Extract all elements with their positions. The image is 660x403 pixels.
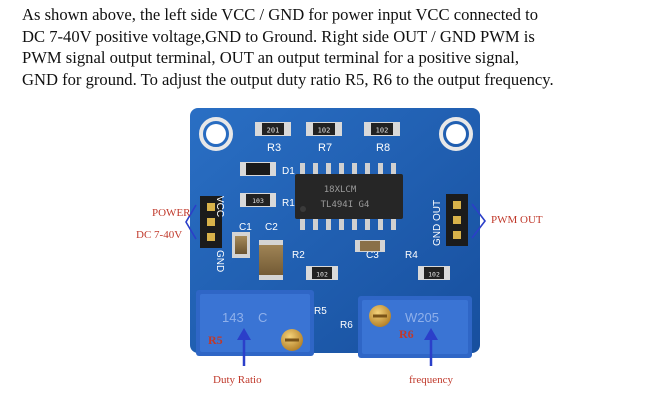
potentiometer-r5: 143 C R5 — [196, 290, 314, 356]
silk-label: GND OUT — [432, 200, 443, 246]
resistor-r8: 102 — [364, 122, 400, 136]
silk-label: R2 — [292, 250, 305, 261]
frequency-label: frequency — [409, 374, 453, 386]
potentiometer-r6: W205 R6 — [358, 296, 472, 358]
svg-text:102: 102 — [376, 127, 389, 135]
silk-label: R7 — [318, 142, 332, 154]
silk-label: R4 — [405, 250, 418, 261]
resistor-r1: 103 — [240, 193, 276, 207]
silk-label: GND — [214, 250, 225, 272]
power-label: POWER — [152, 207, 191, 219]
silk-label: VCC — [214, 196, 225, 217]
capacitor-c2 — [259, 240, 283, 280]
description-line: As shown above, the left side VCC / GND … — [22, 5, 539, 24]
mounting-hole — [199, 117, 233, 151]
svg-text:R6: R6 — [399, 327, 414, 341]
silk-label: R8 — [376, 142, 390, 154]
description-text: As shown above, the left side VCC / GND … — [22, 4, 647, 90]
resistor-r2: 102 — [306, 266, 338, 280]
description-line: DC 7-40V positive voltage,GND to Ground.… — [22, 26, 535, 46]
silk-label: R3 — [267, 142, 281, 154]
description-line: GND for ground. To adjust the output dut… — [22, 69, 554, 89]
description-line: PWM signal output terminal, OUT an outpu… — [22, 48, 519, 67]
pwm-out-label: PWM OUT — [491, 214, 543, 226]
pwm-output-header — [446, 194, 468, 246]
svg-text:102: 102 — [428, 271, 440, 279]
resistor-r7: 102 — [306, 122, 342, 136]
pwm-out-bracket-icon — [471, 203, 487, 239]
resistor-r4: 102 — [418, 266, 450, 280]
svg-text:R5: R5 — [208, 333, 223, 347]
diode-d1 — [240, 162, 276, 176]
silk-label: C2 — [265, 222, 278, 233]
svg-text:W205: W205 — [405, 310, 439, 325]
silk-label: R1 — [282, 198, 295, 209]
power-input-header — [200, 196, 222, 248]
svg-text:201: 201 — [267, 127, 280, 135]
svg-text:TL494I G4: TL494I G4 — [321, 200, 370, 210]
svg-text:18XLCM: 18XLCM — [324, 185, 357, 195]
resistor-r3: 201 — [255, 122, 291, 136]
capacitor-c1 — [232, 232, 250, 258]
svg-text:143: 143 — [222, 310, 244, 325]
arrow-duty-ratio-icon — [237, 328, 251, 366]
silk-label: C1 — [239, 222, 252, 233]
capacitor-c3 — [355, 240, 385, 252]
ic-chip-tl494: 18XLCM TL494I G4 — [295, 163, 403, 230]
silk-label: D1 — [282, 166, 295, 177]
silk-label: R6 — [340, 320, 353, 331]
arrow-frequency-icon — [424, 328, 438, 366]
svg-text:102: 102 — [318, 127, 331, 135]
mounting-hole — [439, 117, 473, 151]
power-bracket-icon — [185, 204, 197, 240]
svg-text:C: C — [258, 310, 267, 325]
silk-label: R5 — [314, 306, 327, 317]
dc-range-label: DC 7-40V — [136, 229, 183, 241]
svg-text:103: 103 — [252, 197, 264, 205]
svg-text:102: 102 — [316, 271, 328, 279]
silk-label: C3 — [366, 250, 379, 261]
duty-ratio-label: Duty Ratio — [213, 374, 262, 386]
